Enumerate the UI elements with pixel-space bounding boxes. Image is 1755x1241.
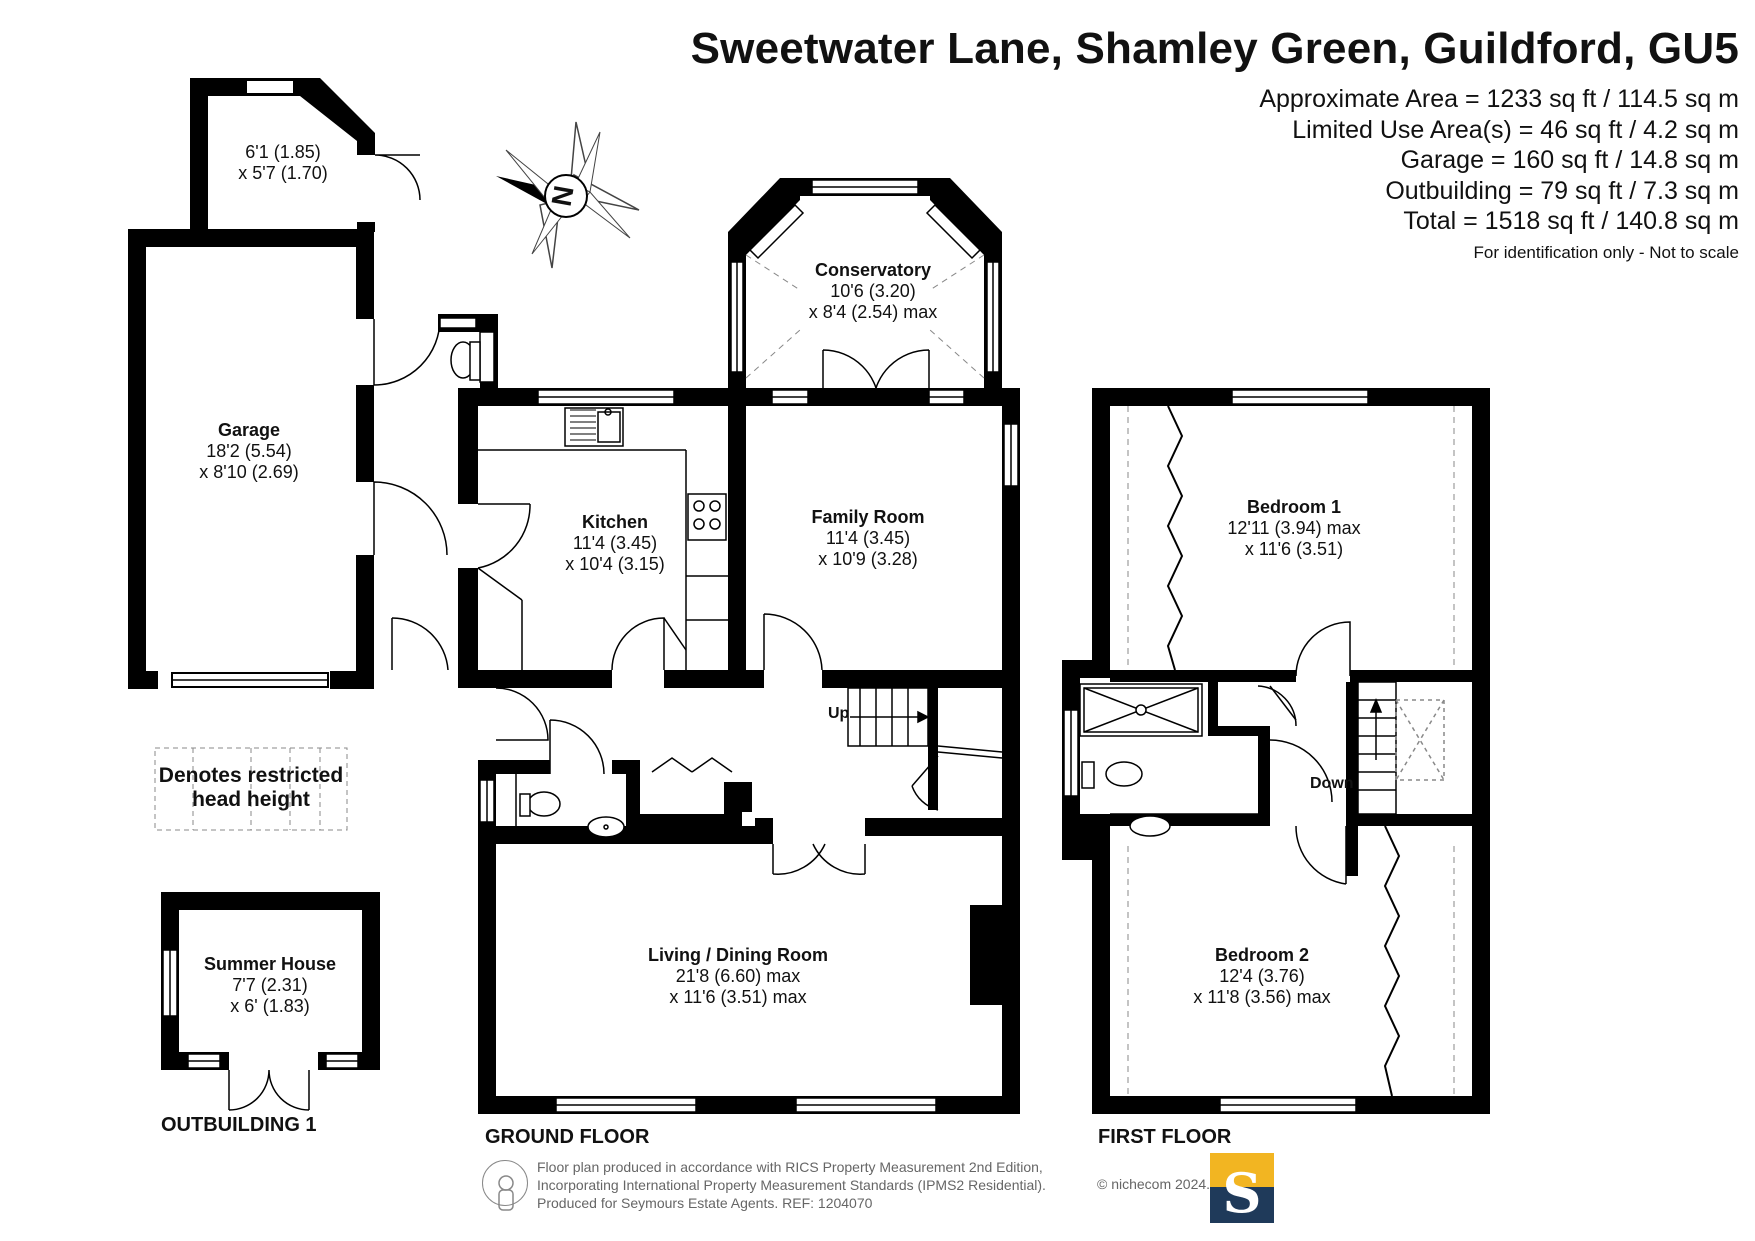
first-floor-windows: [1063, 389, 1369, 1113]
outbuilding-label: OUTBUILDING 1: [161, 1114, 317, 1136]
logo-band: [1210, 1153, 1274, 1187]
conservatory-windows: [730, 179, 1000, 373]
first-floor-doors: [1257, 621, 1351, 885]
copyright: © nichecom 2024.: [1097, 1176, 1211, 1192]
kitchen-fittings: [477, 407, 728, 670]
logo-letter: S: [1222, 1161, 1262, 1225]
property-title: Sweetwater Lane, Shamley Green, Guildfor…: [690, 24, 1739, 73]
footer-disclaimer: Floor plan produced in accordance with R…: [537, 1159, 1046, 1211]
first-floor-label: FIRST FLOOR: [1098, 1126, 1232, 1148]
agent-logo: S: [1210, 1153, 1274, 1225]
restricted-height-legend: [154, 747, 348, 831]
stairs-ground: [847, 687, 1003, 759]
identification-note: For identification only - Not to scale: [1473, 242, 1739, 262]
stairs-first: [1357, 681, 1445, 815]
ground-floor-windows: [479, 389, 1019, 1113]
ground-floor-label: GROUND FLOOR: [485, 1126, 650, 1148]
rics-badge: [482, 1160, 528, 1206]
stairs-down-label: Down: [1310, 775, 1354, 792]
area-outbuilding: Outbuilding = 79 sq ft / 7.3 sq m: [1385, 176, 1739, 205]
ground-wc: [515, 774, 625, 838]
wardrobe-bedroom2: [1383, 825, 1401, 1097]
area-total: Total = 1518 sq ft / 140.8 sq m: [1403, 207, 1739, 235]
area-garage: Garage = 160 sq ft / 14.8 sq m: [1400, 146, 1739, 174]
room-store: 6'1 (1.85)x 5'7 (1.70): [238, 142, 328, 183]
first-floor-walls: [1062, 388, 1490, 1114]
area-summary: Approximate Area = 1233 sq ft / 114.5 sq…: [1259, 84, 1739, 265]
bathroom-fittings: [1079, 683, 1260, 837]
compass-rose: [496, 121, 640, 269]
stairs-up-label: Up: [828, 705, 850, 722]
restricted-height-lines: [1127, 406, 1455, 1096]
area-limited-use: Limited Use Area(s) = 46 sq ft / 4.2 sq …: [1292, 115, 1739, 144]
garage-walls: [128, 229, 374, 689]
ground-floor-doors: [391, 349, 939, 875]
summer-house-walls: [161, 892, 380, 1070]
area-approximate: Approximate Area = 1233 sq ft / 114.5 sq…: [1259, 85, 1739, 113]
conservatory-restricted-lines: [745, 254, 985, 379]
wardrobe-bedroom1: [1166, 405, 1184, 671]
